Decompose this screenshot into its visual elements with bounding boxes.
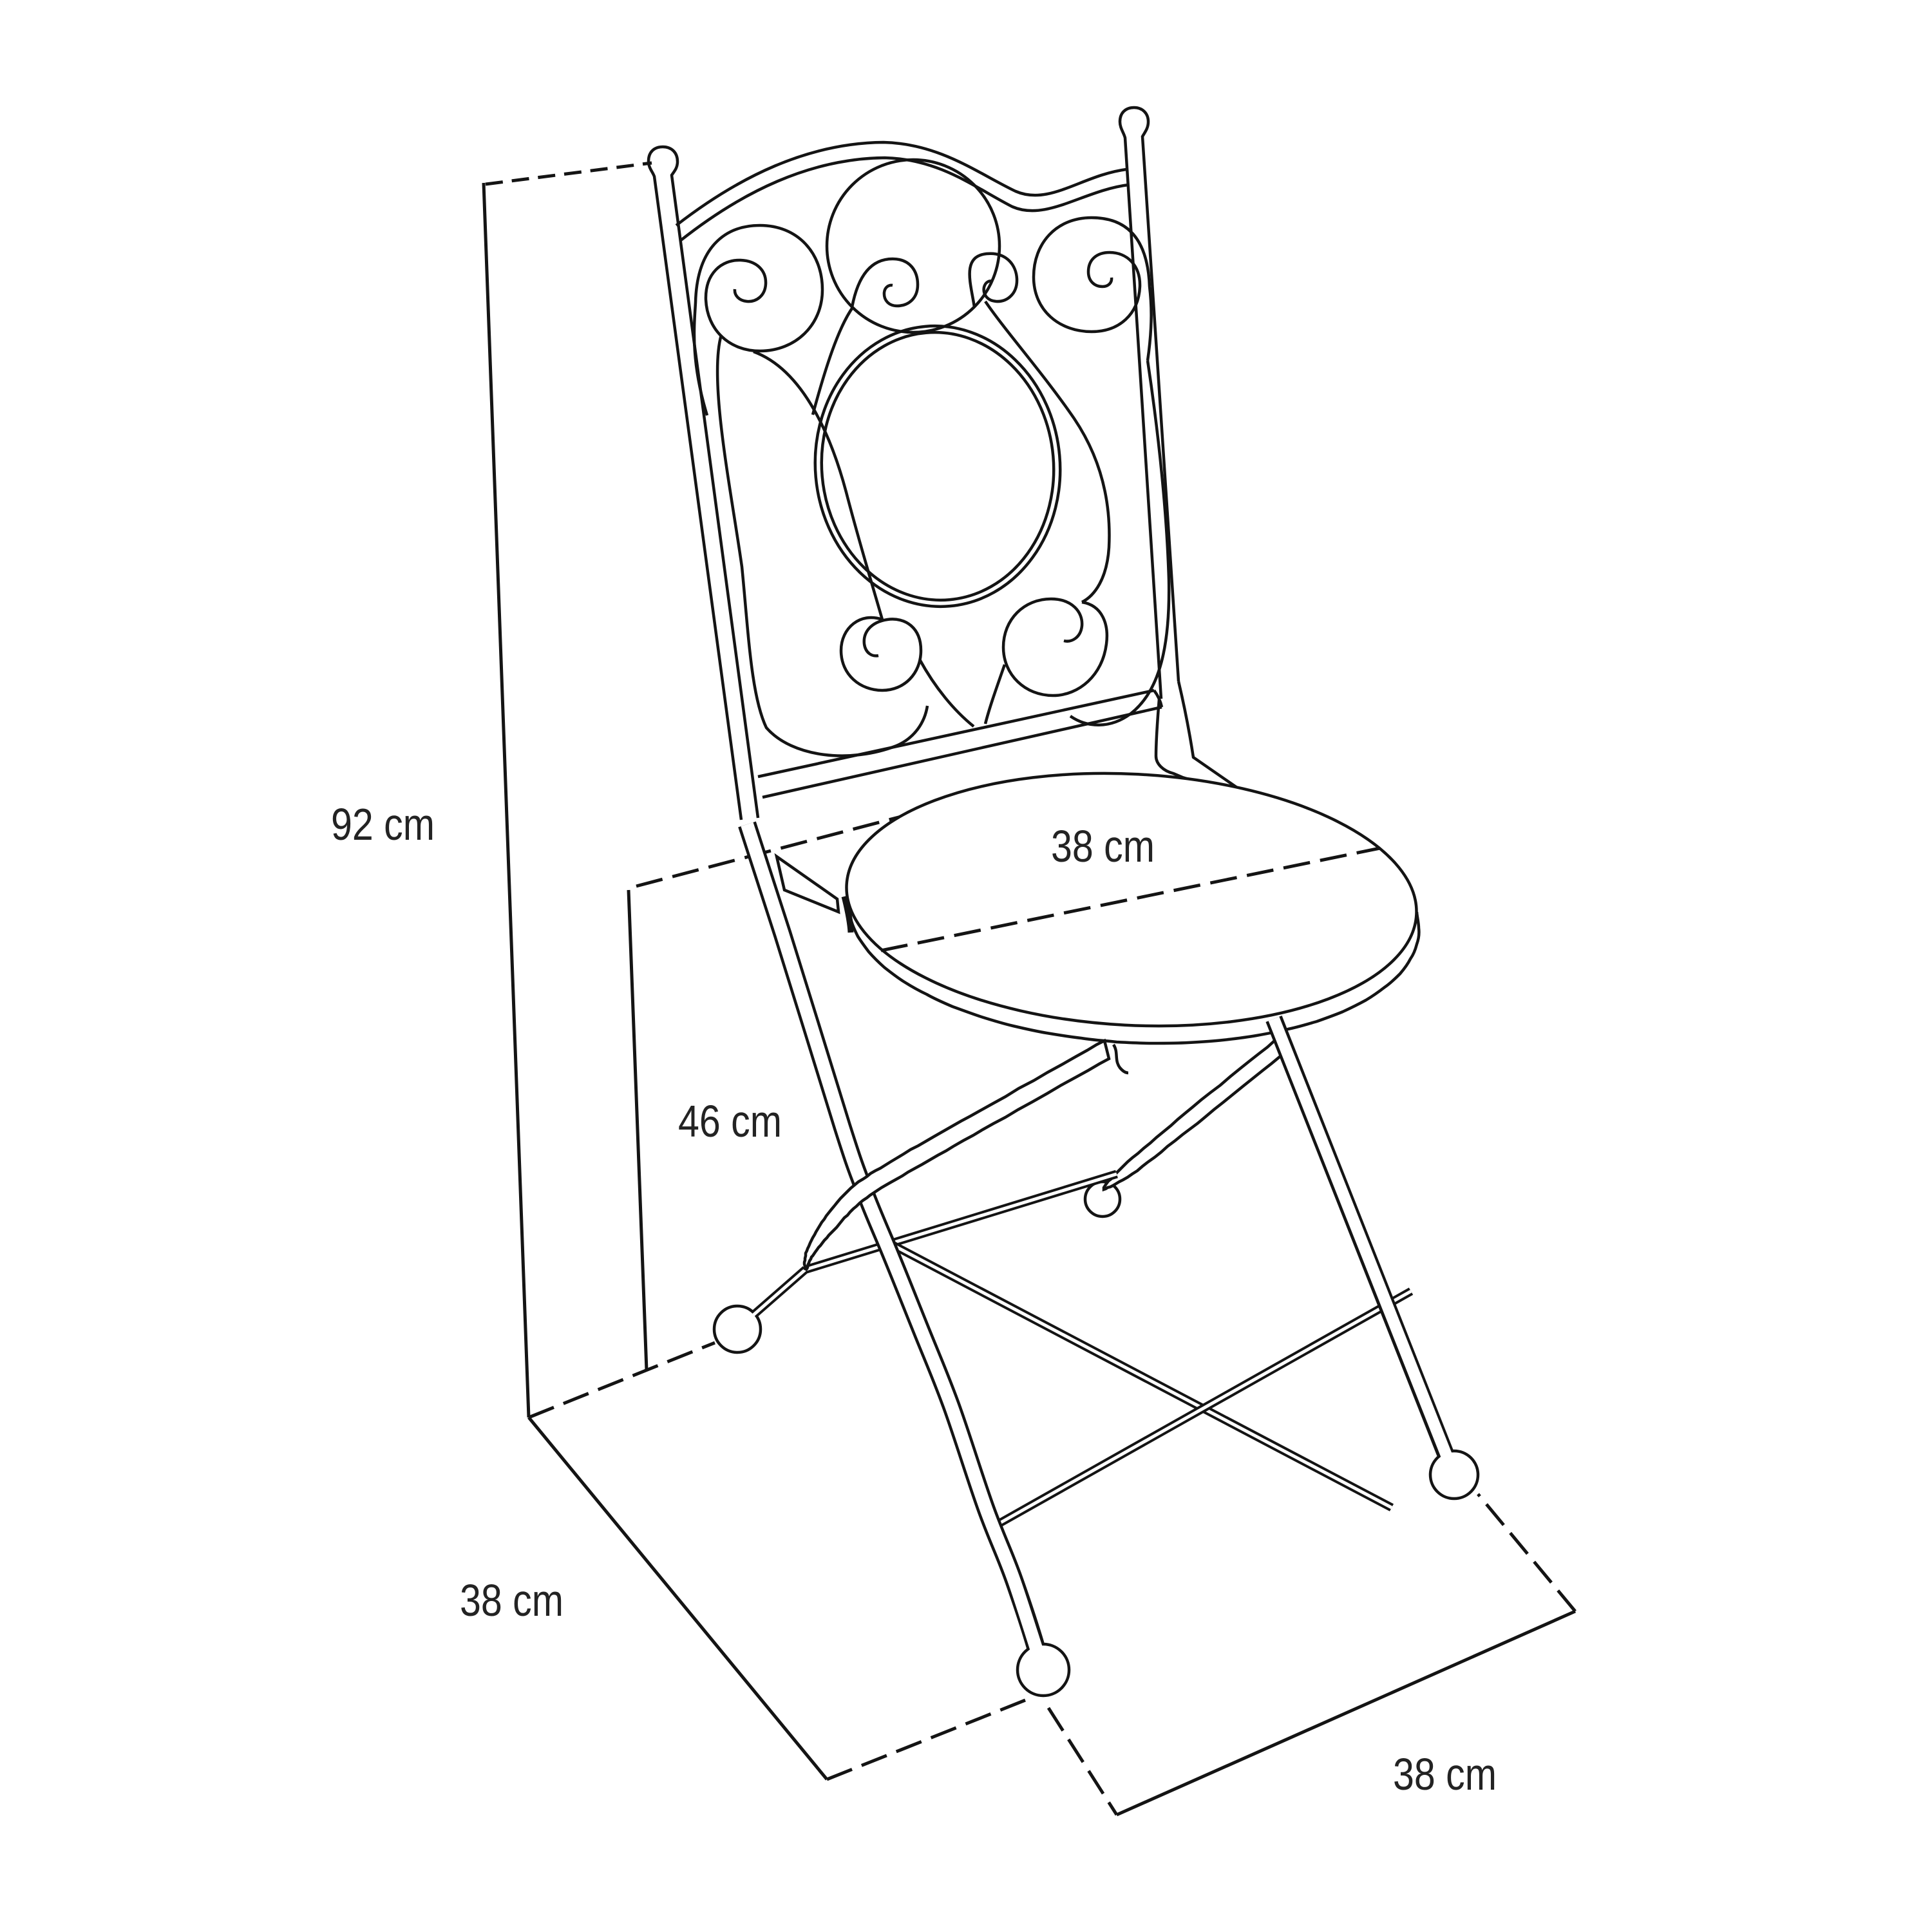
svg-text:46 cm: 46 cm	[678, 1096, 782, 1146]
svg-text:38 cm: 38 cm	[460, 1575, 564, 1625]
svg-text:38 cm: 38 cm	[1393, 1749, 1497, 1799]
svg-text:92 cm: 92 cm	[331, 799, 435, 849]
svg-text:38 cm: 38 cm	[1051, 821, 1155, 871]
